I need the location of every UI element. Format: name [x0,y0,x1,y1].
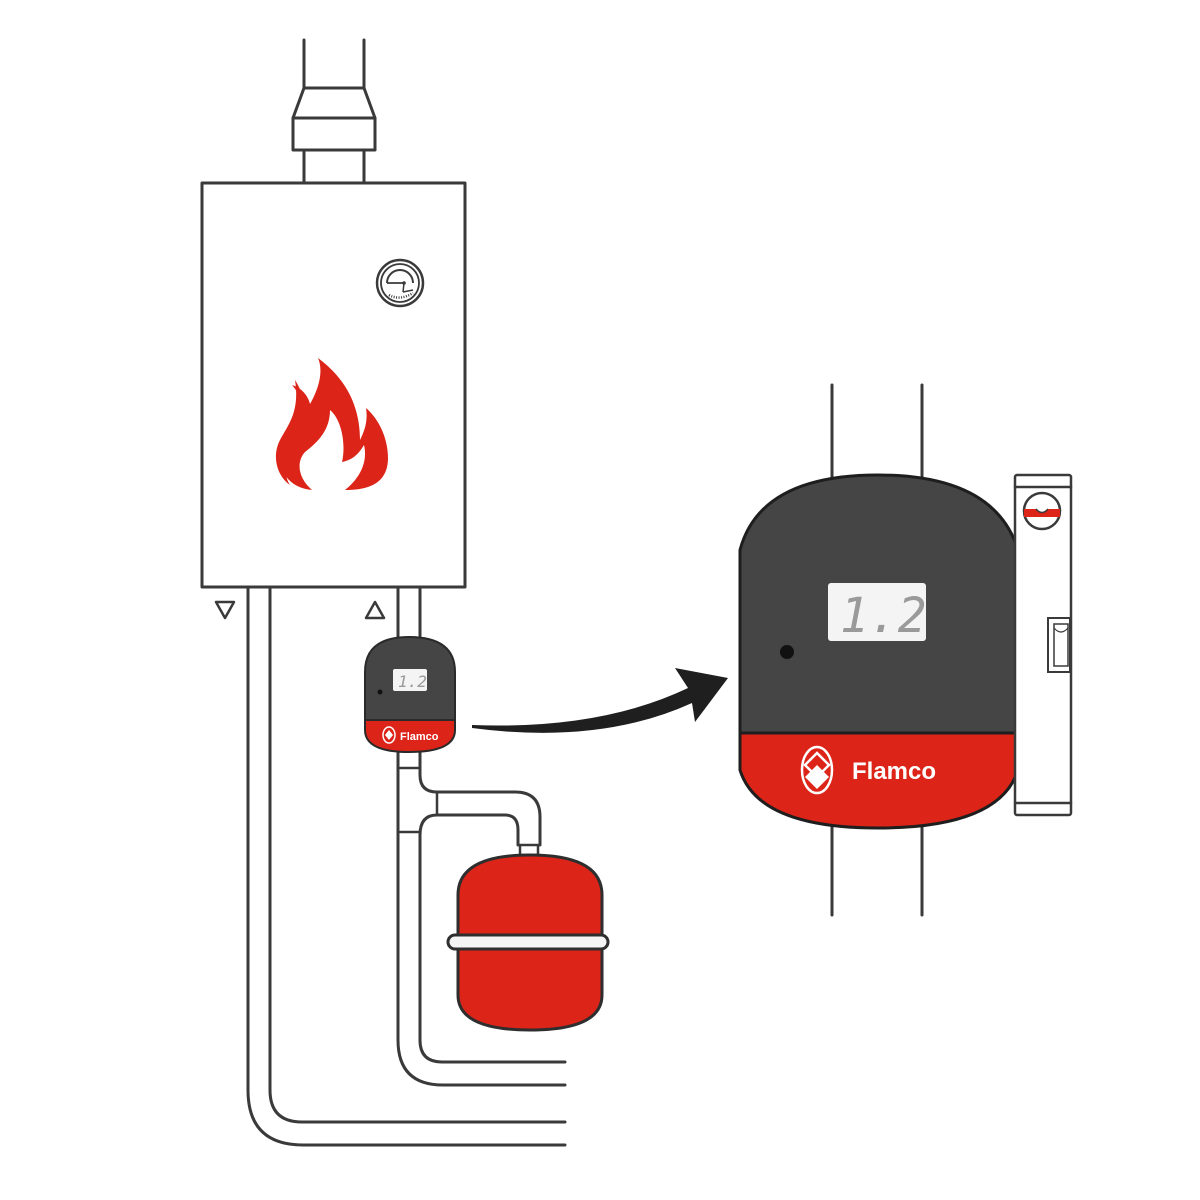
spirit-level-icon [1013,473,1073,817]
small-lcd-display [393,669,427,691]
flue-pipe [291,38,377,185]
curved-arrow-icon [472,668,728,733]
small-lcd-value: 1.2 [398,672,427,691]
small-indicator-dot [377,689,383,695]
large-flamco-device: 1.2 Flamco [738,473,1020,830]
return-pipe [396,585,567,1087]
flow-pipe [246,585,567,1147]
pressure-gauge-icon [375,258,425,308]
large-lcd-display [828,583,926,641]
small-flamco-device: 1.2 Flamco [364,635,456,754]
large-pipes [830,383,924,917]
triangle-up-icon [364,600,386,620]
large-lcd-value: 1.2 [840,588,927,644]
flamco-logo-icon [800,745,834,795]
large-brand-label: Flamco [852,758,936,785]
triangle-down-icon [214,600,236,620]
small-brand-label: Flamco [400,731,439,743]
large-indicator-dot [780,645,794,659]
boiler [200,181,467,589]
flame-icon [275,358,388,490]
flamco-logo-icon [382,726,396,744]
expansion-vessel [446,843,610,1032]
